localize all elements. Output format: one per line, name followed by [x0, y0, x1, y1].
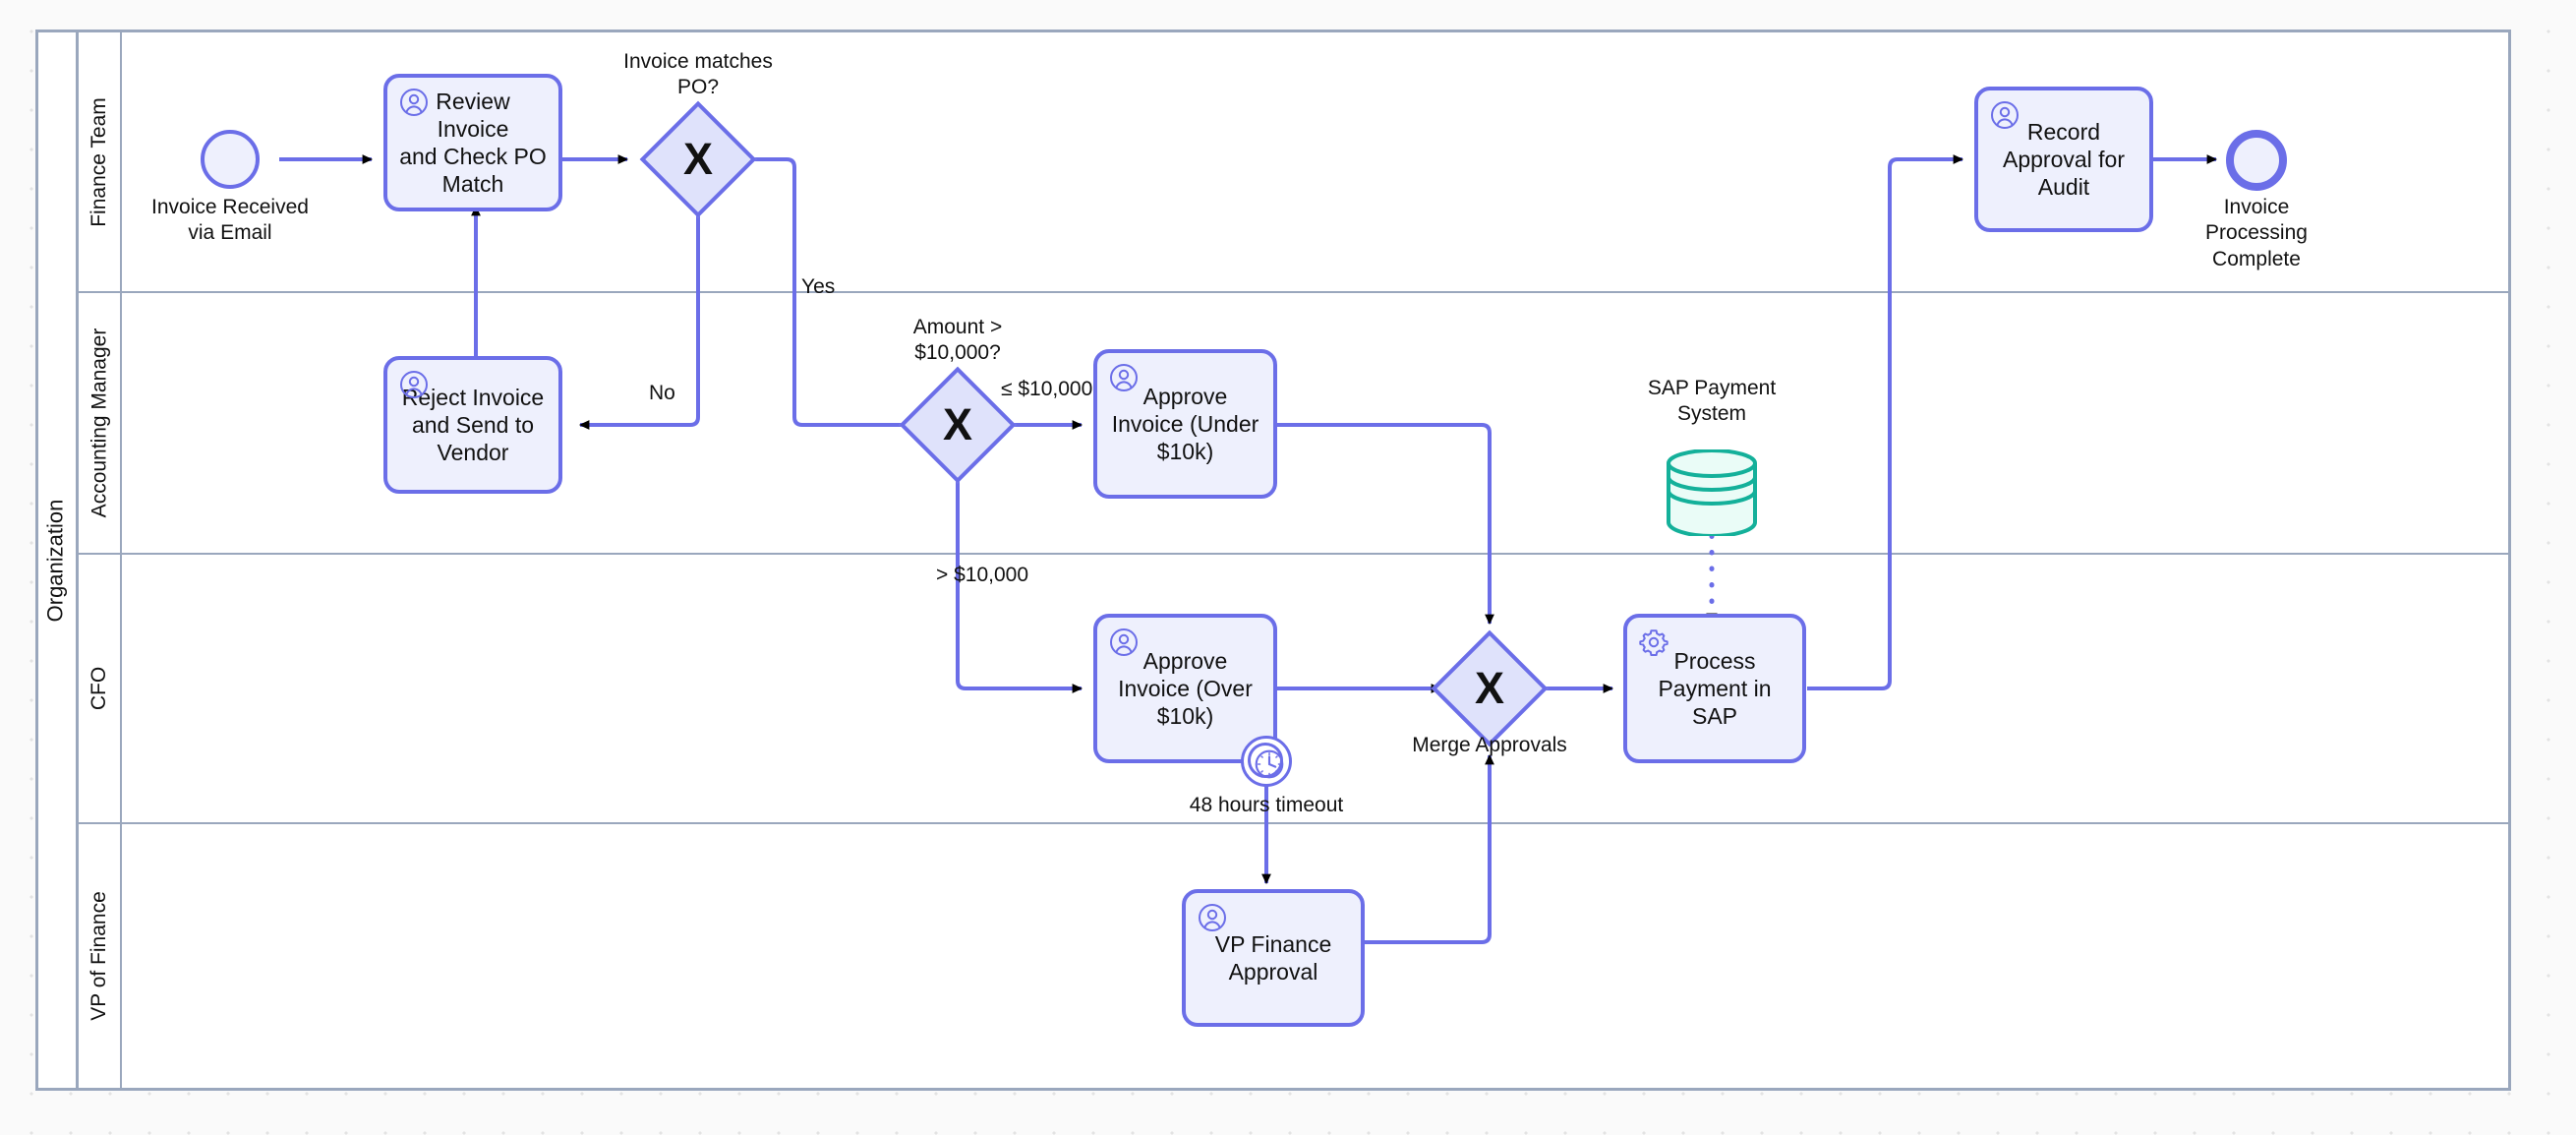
gateway-symbol: X — [1474, 663, 1504, 713]
lane-label-cfo: CFO — [79, 555, 122, 822]
flow-label-over-10k: > $10,000 — [936, 564, 1029, 586]
task-label: Approve Invoice (Under $10k) — [1111, 383, 1259, 465]
end-event-label: Invoice Processing Complete — [2205, 196, 2308, 270]
user-icon — [1990, 100, 2020, 130]
flow-label-under-10k: ≤ $10,000 — [1001, 378, 1093, 400]
user-icon — [1109, 627, 1139, 657]
timer-boundary-event[interactable] — [1241, 736, 1292, 787]
data-store-sap-payment-system[interactable] — [1665, 448, 1759, 538]
lane-name-text: CFO — [88, 666, 111, 711]
task-label: VP Finance Approval — [1214, 930, 1332, 985]
task-process-payment-in-sap[interactable]: Process Payment in SAP — [1623, 614, 1806, 763]
lane-label-vp-finance: VP of Finance — [79, 824, 122, 1088]
timer-boundary-event-label: 48 hours timeout — [1189, 794, 1344, 816]
task-label: Review Invoice and Check PO Match — [399, 88, 547, 198]
user-icon — [399, 370, 429, 399]
task-label: Record Approval for Audit — [2002, 118, 2125, 201]
gateway-symbol: X — [942, 399, 972, 449]
task-label: Approve Invoice (Over $10k) — [1118, 647, 1253, 730]
task-label: Process Payment in SAP — [1658, 647, 1772, 730]
task-record-approval-for-audit[interactable]: Record Approval for Audit — [1974, 87, 2153, 232]
flow-label-no: No — [649, 382, 675, 404]
gateway-amount-check-label: Amount > $10,000? — [912, 316, 1003, 365]
lane-vp-finance: VP of Finance — [79, 824, 2511, 1088]
lane-cfo: CFO — [79, 555, 2511, 824]
gateway-amount-check[interactable]: X — [899, 366, 1017, 484]
gateway-merge-approvals[interactable]: X — [1431, 629, 1549, 747]
gateway-symbol: X — [682, 134, 713, 184]
start-event-invoice-received[interactable] — [201, 130, 260, 189]
lane-name-text: VP of Finance — [88, 891, 110, 1021]
pool-label-text: Organization — [42, 499, 68, 622]
flow-label-yes: Yes — [801, 275, 836, 298]
lane-finance-team: Finance Team — [79, 32, 2511, 293]
gateway-merge-approvals-label: Merge Approvals — [1412, 734, 1567, 756]
data-store-label: SAP Payment System — [1647, 377, 1777, 426]
lane-name-text: Accounting Manager — [88, 328, 110, 518]
gear-icon — [1639, 627, 1669, 657]
lane-name-text: Finance Team — [88, 96, 110, 227]
clock-icon — [1255, 749, 1284, 779]
task-reject-invoice[interactable]: Reject Invoice and Send to Vendor — [383, 356, 562, 494]
start-event-label: Invoice Received via Email — [151, 196, 309, 245]
user-icon — [1198, 903, 1227, 932]
database-icon — [1667, 448, 1757, 538]
gateway-po-match-label: Invoice matches PO? — [623, 50, 773, 99]
pool-label: Organization — [35, 30, 79, 1091]
task-review-invoice[interactable]: Review Invoice and Check PO Match — [383, 74, 562, 211]
user-icon — [399, 88, 429, 117]
end-event-invoice-processing-complete[interactable] — [2226, 130, 2287, 191]
lane-label-accounting-manager: Accounting Manager — [79, 293, 122, 553]
task-approve-invoice-over-10k[interactable]: Approve Invoice (Over $10k) — [1093, 614, 1277, 763]
task-vp-finance-approval[interactable]: VP Finance Approval — [1182, 889, 1365, 1027]
lane-label-finance-team: Finance Team — [79, 32, 122, 291]
gateway-po-match[interactable]: X — [639, 100, 757, 218]
user-icon — [1109, 363, 1139, 392]
task-approve-invoice-under-10k[interactable]: Approve Invoice (Under $10k) — [1093, 349, 1277, 499]
